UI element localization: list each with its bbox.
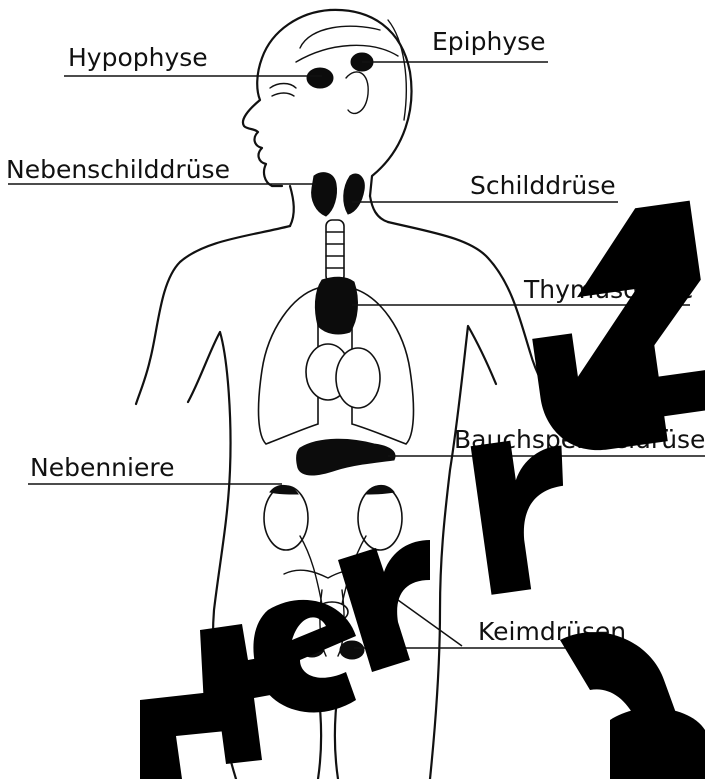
bauchspeicheldruese-gland [297,439,395,475]
label-hypophyse: Hypophyse [68,43,208,72]
label-nebenniere: Nebenniere [30,453,174,482]
hypophyse-gland [307,68,333,88]
nebenniere-gland [270,485,298,494]
schilddruese-gland [312,173,337,216]
label-epiphyse: Epiphyse [432,27,546,56]
thymusdruese-gland [315,277,357,334]
label-nebenschilddruese: Nebenschilddrüse [6,155,230,184]
watermark [140,201,705,779]
label-schilddruese: Schilddrüse [470,171,616,200]
